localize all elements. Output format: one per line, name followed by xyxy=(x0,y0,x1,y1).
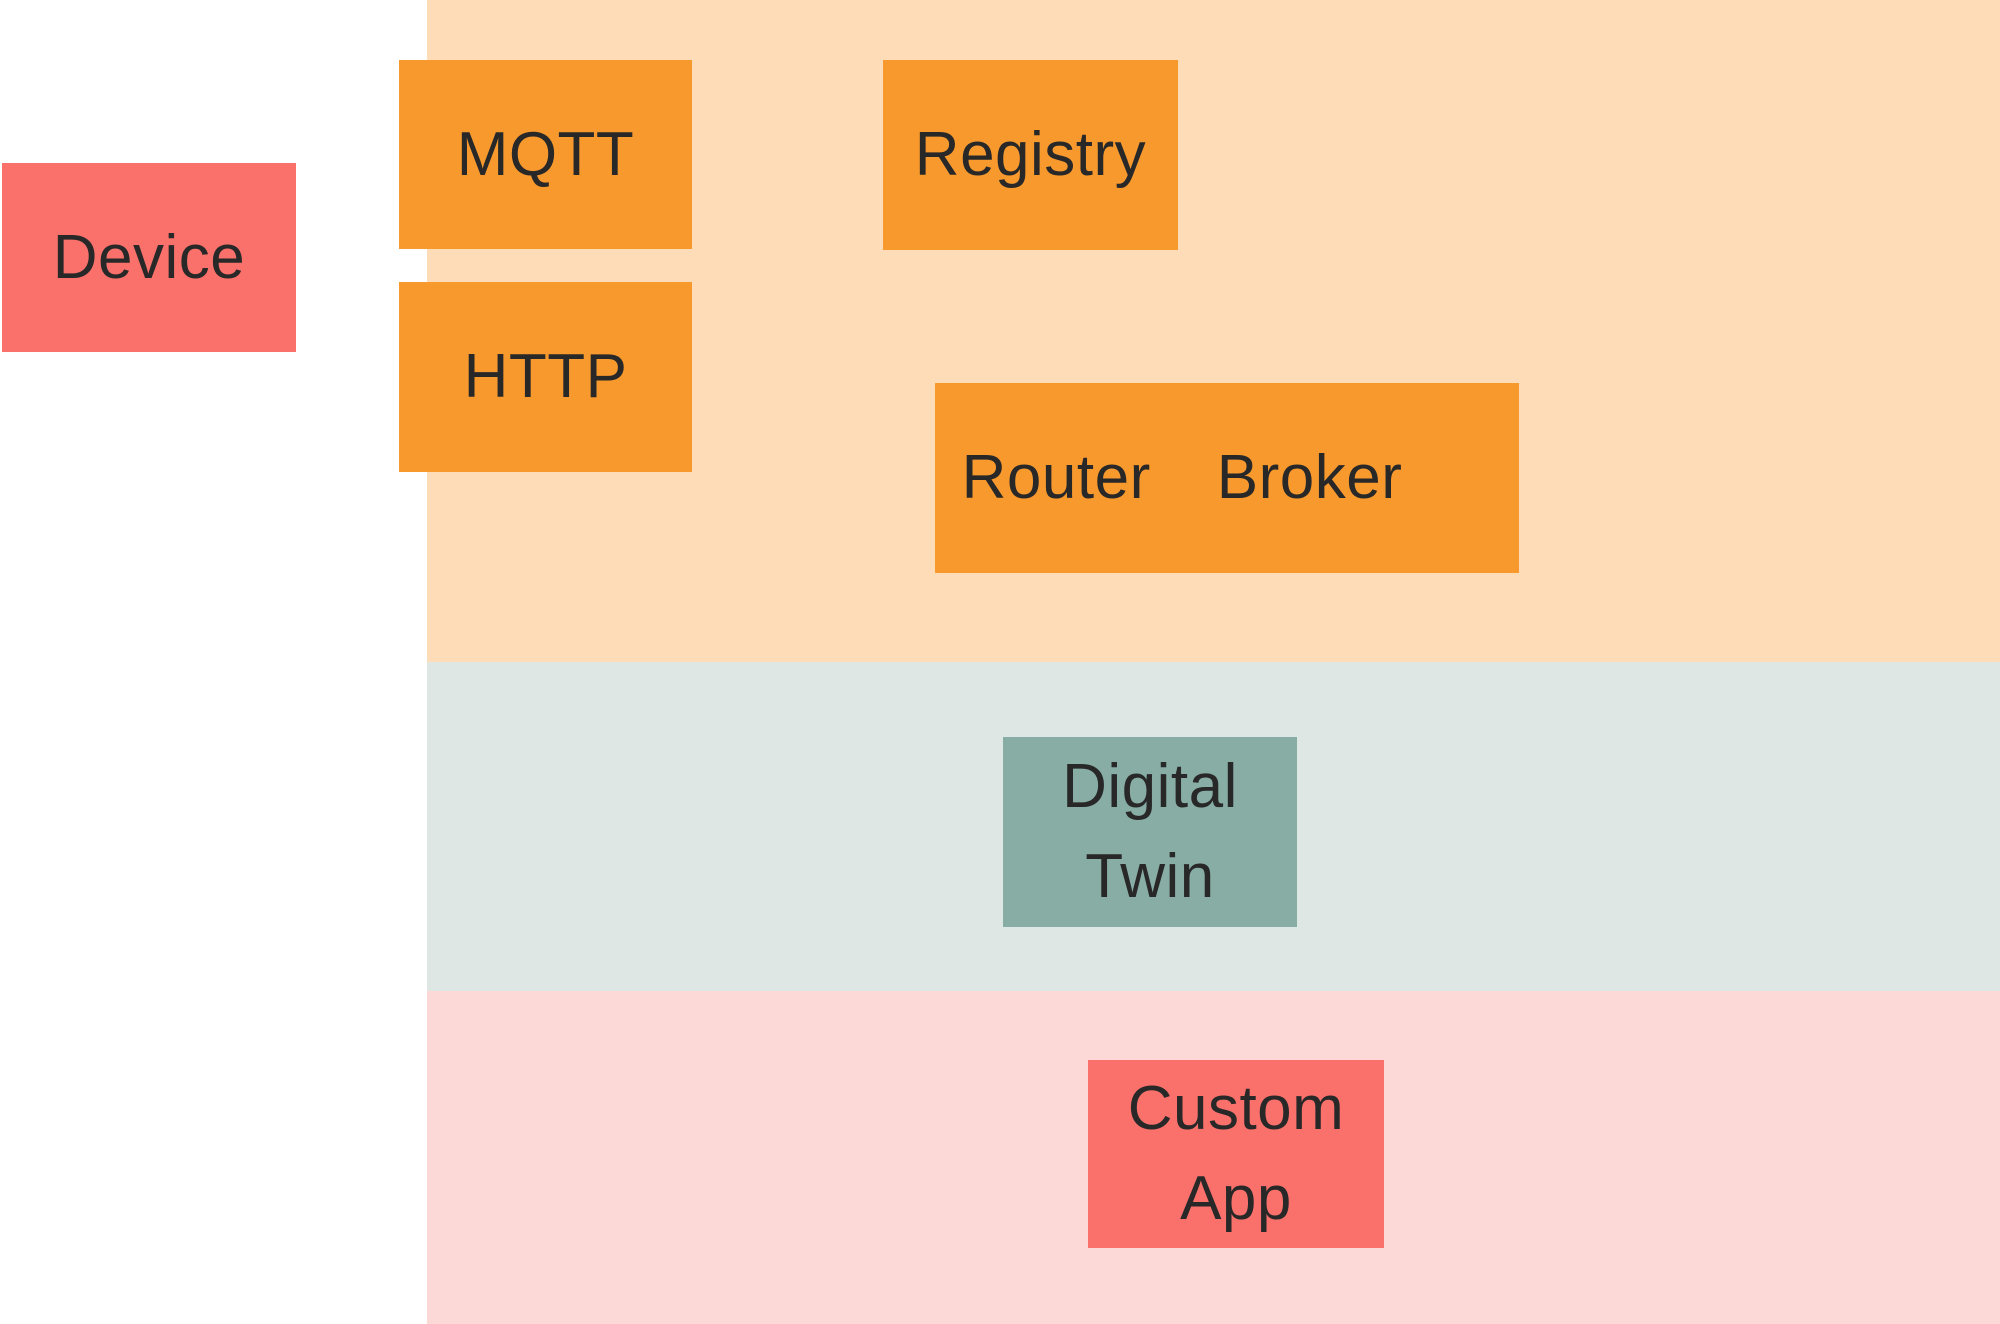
http-adapter-box: HTTP xyxy=(399,282,692,472)
registry-box: Registry xyxy=(883,60,1178,250)
digital-twin-box: Digital Twin xyxy=(1003,737,1297,927)
registry-label: Registry xyxy=(914,120,1147,190)
router-label: Router xyxy=(961,443,1151,513)
http-label: HTTP xyxy=(463,342,628,412)
mqtt-label: MQTT xyxy=(456,119,635,189)
digital-twin-label: Digital Twin xyxy=(1062,752,1238,911)
custom-app-box: Custom App xyxy=(1088,1060,1384,1248)
custom-app-label: Custom App xyxy=(1127,1074,1345,1233)
mqtt-adapter-box: MQTT xyxy=(399,60,692,249)
device-label: Device xyxy=(52,222,246,292)
device-box: Device xyxy=(2,163,296,352)
router-broker-box: Router Broker xyxy=(935,383,1519,573)
broker-label: Broker xyxy=(1216,443,1403,513)
